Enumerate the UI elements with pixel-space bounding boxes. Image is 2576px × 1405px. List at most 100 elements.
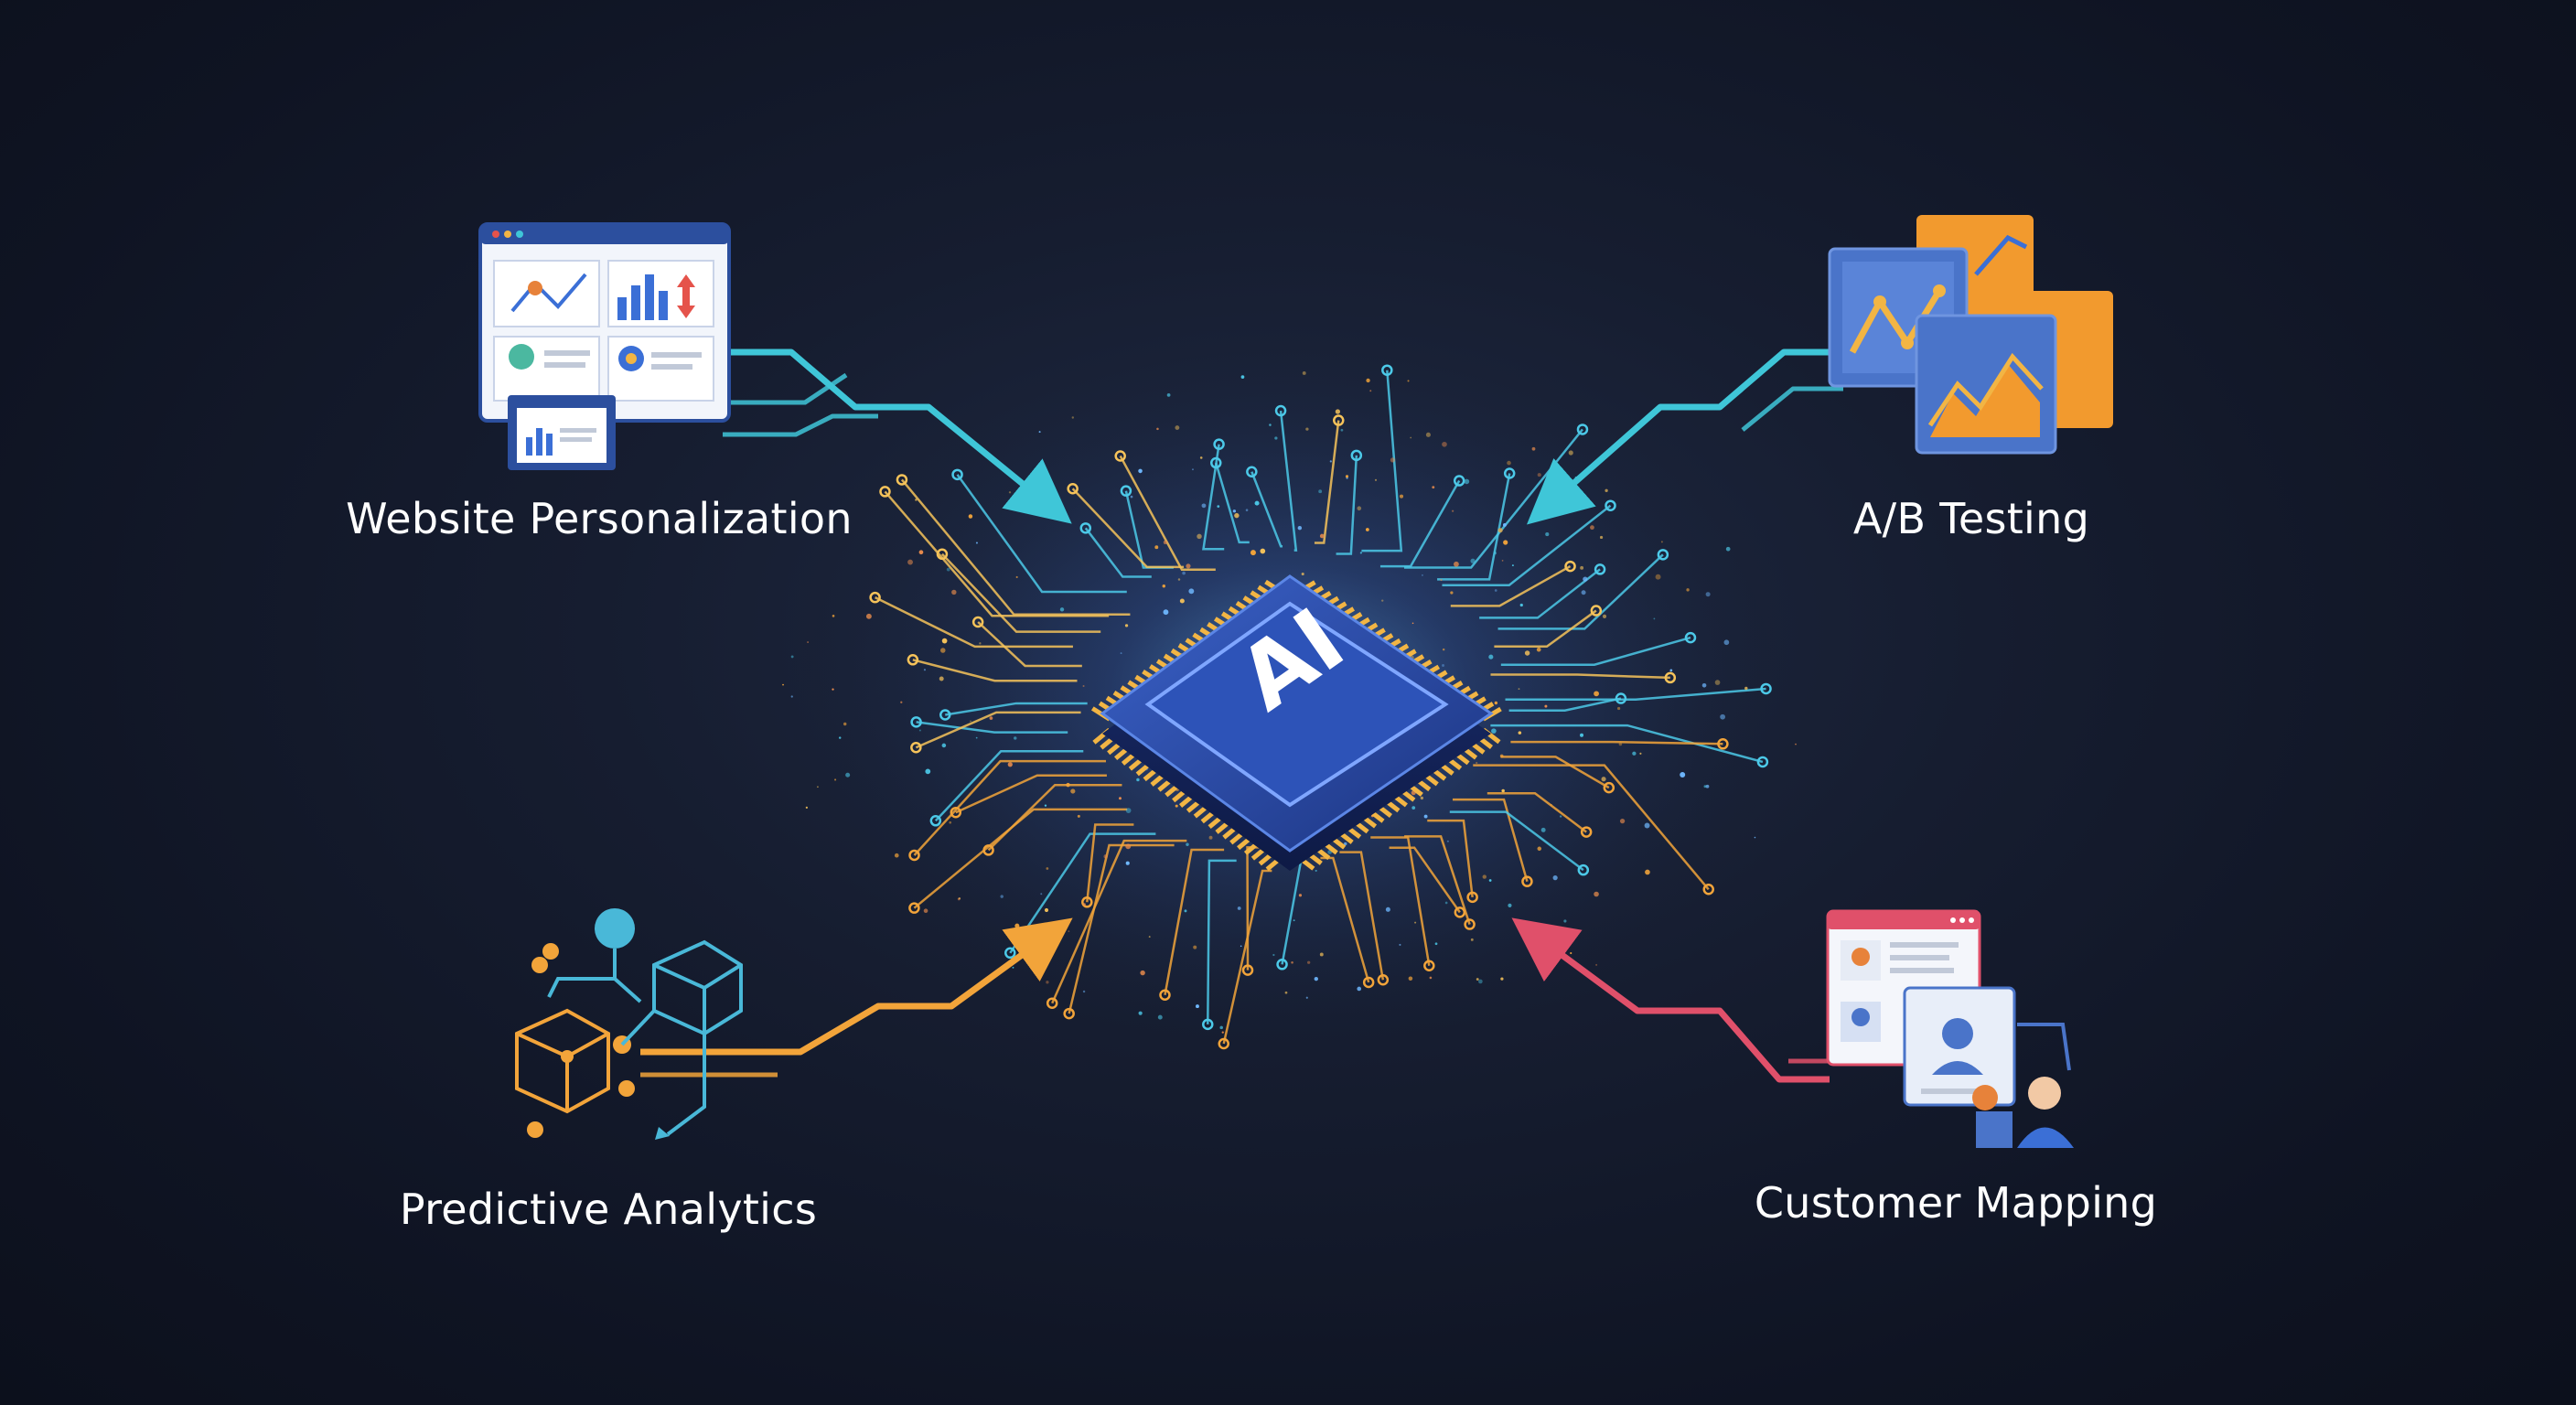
sparkle [1125, 843, 1132, 850]
trace-node [1503, 467, 1516, 479]
sparkle [1645, 869, 1650, 875]
sparkle [1014, 736, 1017, 740]
sparkle [1508, 903, 1512, 907]
sparkle [1071, 416, 1075, 419]
trace-node [1377, 974, 1390, 986]
sparkle [1175, 804, 1178, 808]
circuit-trace [956, 474, 1127, 594]
sparkle [1240, 375, 1245, 379]
sparkle [1302, 371, 1306, 375]
sparkle [1580, 565, 1584, 570]
sparkle [1744, 686, 1748, 691]
sparkle [1156, 427, 1159, 431]
sparkle [1754, 836, 1756, 839]
sparkle [1340, 428, 1344, 432]
sparkle [1077, 814, 1080, 818]
sparkle [1568, 450, 1573, 456]
sparkle [941, 743, 947, 748]
sparkle [1184, 909, 1187, 913]
trace-node [1081, 896, 1093, 908]
trace-node [1580, 826, 1593, 838]
sparkle [1795, 743, 1797, 745]
sparkle [1014, 923, 1020, 928]
sparkle [1119, 797, 1122, 800]
sparkle [1269, 424, 1272, 426]
circuit-trace [913, 808, 1128, 909]
sparkle [1544, 704, 1548, 708]
sparkle [1319, 952, 1324, 957]
sparkle [1502, 522, 1507, 527]
circuit-trace [1404, 835, 1471, 925]
circuit-trace [1279, 410, 1298, 552]
sparkle [1374, 478, 1378, 481]
sparkle [1442, 648, 1445, 651]
sparkle [923, 669, 927, 671]
circuit-trace [916, 721, 1068, 734]
sparkle [1488, 654, 1494, 660]
sparkle [1680, 772, 1686, 778]
sparkle [1254, 500, 1260, 506]
sparkle [1038, 431, 1041, 434]
sparkle [1442, 664, 1444, 667]
circuit-trace [945, 702, 1088, 716]
sparkle [1476, 978, 1479, 981]
trace-node [1664, 671, 1677, 684]
sparkle [1644, 822, 1650, 829]
sparkle [1594, 891, 1599, 897]
sparkle [1536, 647, 1541, 652]
circuit-trace [1510, 740, 1723, 745]
sparkle [1414, 921, 1417, 924]
sparkle [1199, 456, 1203, 459]
circuit-trace [1505, 687, 1766, 702]
sparkle [1192, 468, 1194, 471]
circuit-trace [884, 490, 1110, 617]
sparkle [1408, 976, 1413, 981]
trace-node [1423, 960, 1435, 972]
sparkle [1344, 842, 1347, 846]
sparkle [1714, 680, 1721, 685]
sparkle [1315, 869, 1317, 872]
sparkle [1179, 598, 1185, 604]
sparkle [1501, 788, 1505, 793]
sparkle [1581, 590, 1586, 595]
sparkle [1423, 814, 1428, 819]
sparkle [1550, 803, 1552, 806]
sparkle [1120, 652, 1122, 655]
sparkle [1601, 777, 1606, 782]
sparkle [1188, 588, 1195, 595]
circuit-trace [1202, 444, 1225, 551]
circuit-trace [941, 552, 1101, 633]
sparkle [1219, 1025, 1223, 1030]
dashboard-icon [478, 222, 731, 470]
sparkle [1605, 488, 1608, 492]
circuit-trace [1449, 810, 1584, 872]
sparkle [915, 499, 918, 501]
node-label-predictive: Predictive Analytics [399, 1185, 818, 1234]
sparkle [939, 676, 944, 681]
circuit-trace [1437, 473, 1511, 581]
circuit-trace [1494, 609, 1597, 649]
sparkle [1274, 436, 1278, 440]
sparkle [1470, 938, 1474, 941]
sparkle [1175, 425, 1180, 431]
sparkle [790, 695, 793, 698]
sparkle [951, 589, 957, 595]
sparkle [1563, 919, 1567, 923]
circuit-trace [1314, 420, 1340, 544]
sparkle [1540, 827, 1546, 832]
sparkle [1500, 977, 1504, 981]
trace-node [1159, 989, 1171, 1002]
sparkle [1454, 561, 1459, 567]
trace-node [939, 709, 951, 721]
node-label-customer: Customer Mapping [1754, 1178, 2158, 1228]
trace-node [1120, 485, 1132, 497]
sparkle [925, 768, 931, 775]
sparkle [923, 908, 928, 914]
sparkle [1399, 943, 1401, 946]
trace-node [1594, 563, 1606, 575]
circuit-trace [1450, 564, 1572, 607]
sparkle [1007, 762, 1013, 767]
sparkle [1407, 380, 1410, 382]
sparkle [1494, 701, 1498, 705]
sparkle [1329, 460, 1332, 463]
